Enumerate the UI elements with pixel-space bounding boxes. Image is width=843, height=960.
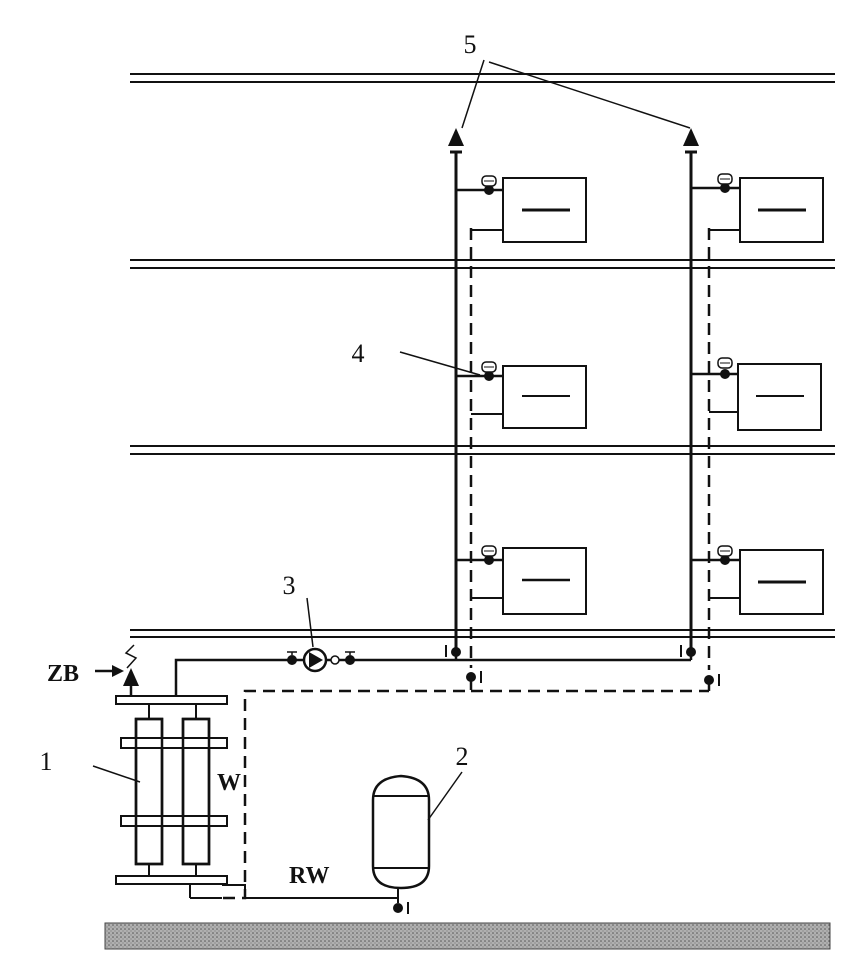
pump-assembly: [287, 647, 355, 673]
safety-valve-icon: [123, 668, 139, 686]
expansion-tank: [371, 774, 431, 890]
roof-slab: [130, 73, 835, 83]
ground-slab: [104, 922, 831, 950]
label-vent: 5: [464, 30, 477, 59]
label-boiler: 1: [40, 747, 53, 776]
radiator-right-3: [691, 173, 824, 243]
air-vent-arrow-left: [448, 128, 464, 146]
radiator-left-1: [456, 545, 587, 615]
radiator-left-2: [456, 361, 587, 429]
return-main: [222, 678, 711, 900]
label-w: W: [217, 770, 241, 796]
label-valve: 4: [352, 339, 365, 368]
radiator-left-3: [456, 175, 587, 243]
riser-right: [680, 128, 720, 686]
floor-slab-2: [130, 445, 835, 455]
label-supply-inlet: ZB: [47, 661, 79, 687]
supply-main: [174, 650, 693, 696]
supply-inlet: [95, 644, 139, 696]
boiler: [115, 695, 228, 899]
leader-lines: [92, 59, 691, 821]
air-vent-arrow-right: [683, 128, 699, 146]
labels: 5 4 3 ZB 1 2 W RW: [40, 30, 477, 889]
floor-slab-1: [130, 629, 835, 638]
label-return: RW: [289, 863, 330, 889]
label-pump: 3: [283, 571, 296, 600]
floor-slab-3: [130, 259, 835, 269]
radiator-right-2: [691, 357, 822, 431]
radiator-right-1: [691, 545, 824, 615]
riser-left: [445, 128, 482, 683]
label-tank: 2: [456, 742, 469, 771]
floor-slabs: [104, 73, 835, 950]
pump-icon: [302, 647, 328, 673]
return-water-line: [222, 884, 409, 914]
